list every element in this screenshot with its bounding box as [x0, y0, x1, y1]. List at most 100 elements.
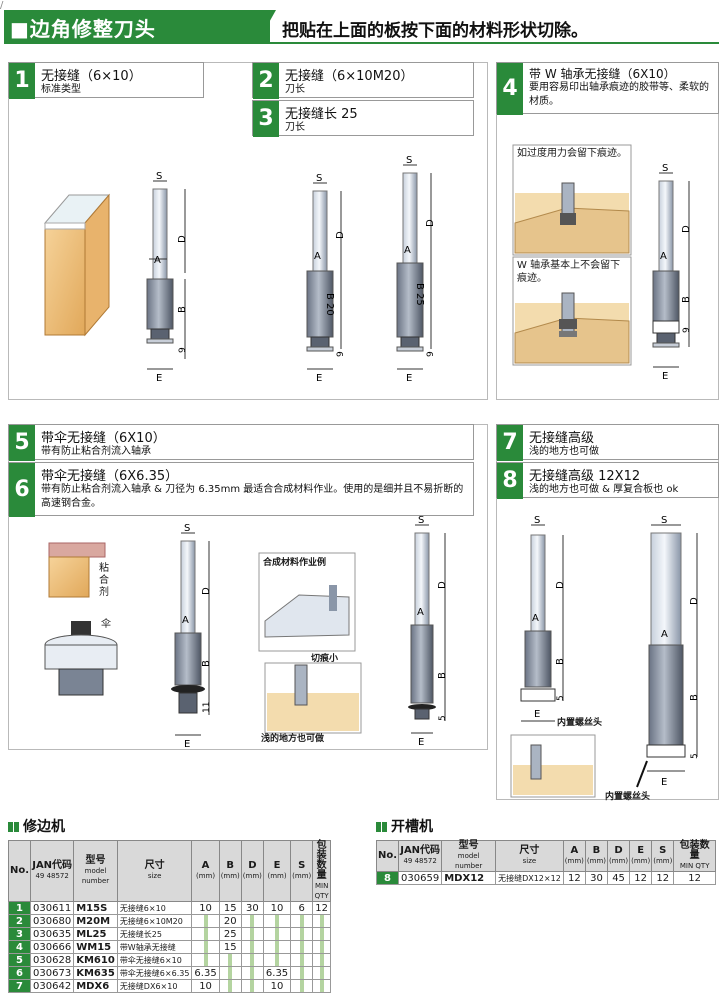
item-2-subtitle: 刀长	[285, 84, 305, 95]
table-cell	[312, 914, 332, 928]
dim-b25: B 25	[414, 283, 425, 306]
table-cell: 30	[240, 901, 264, 915]
top-rule	[4, 42, 719, 44]
table-cell	[240, 914, 264, 928]
table-cell: 6	[290, 901, 314, 915]
header-sub: size	[147, 872, 162, 880]
item-1-subtitle: 标准类型	[41, 84, 81, 95]
table-cell: 无接缝DX12×12	[495, 871, 564, 885]
table-cell: 1	[7, 901, 32, 915]
table-header-cell: A(mm)	[562, 840, 586, 872]
item-7-subtitle: 浅的地方也可做	[529, 446, 599, 457]
page-subtitle: 把贴在上面的板按下面的材料形状切除。	[282, 21, 588, 41]
dim-b-4: B	[681, 296, 692, 303]
item-number-8: 8	[497, 463, 523, 499]
dim-d-8: D	[689, 597, 700, 605]
slot-section-title: 开槽机	[376, 816, 433, 836]
same-value-bar	[203, 915, 208, 927]
table-cell: 4	[7, 940, 32, 954]
header-main: S	[659, 845, 667, 856]
header-main: E	[637, 845, 645, 856]
dim-s-8: S	[661, 515, 667, 526]
table-header-cell: A(mm)	[191, 840, 220, 902]
table-cell	[262, 953, 292, 967]
bit-2-drawing	[306, 182, 342, 370]
wood-block-illustration	[43, 193, 111, 337]
table-cell: 12	[673, 871, 716, 885]
item-3-title: 无接缝长 25	[285, 107, 358, 122]
header-sub: (mm)	[609, 857, 629, 865]
header-sub: (mm)	[586, 857, 606, 865]
table-cell: 带伞无接缝6×10	[116, 953, 193, 967]
header-main: B	[226, 860, 235, 871]
table-cell: 30	[584, 871, 609, 885]
bits-5-6-illustration: S D A B 11 E S D A B 5 E	[44, 515, 448, 750]
dim-b-1: B	[177, 306, 188, 313]
dim-5-7: 5	[556, 695, 566, 701]
header-main: S	[298, 860, 306, 871]
dim-b20: B 20	[324, 293, 335, 316]
header-sub: 49 48572	[35, 872, 69, 880]
header-sub: MIN QTY	[679, 862, 710, 870]
table-cell	[240, 940, 264, 954]
same-value-bar	[203, 928, 208, 940]
table-cell	[240, 953, 264, 967]
same-value-bar	[319, 928, 324, 940]
table-cell	[262, 927, 292, 941]
table-header-cell: E(mm)	[629, 840, 653, 872]
table-cell	[240, 927, 264, 941]
header-main: 包装数量	[316, 840, 327, 881]
label-item-4: 4 带 W 轴承无接缝（6X10） 要用容易印出轴承痕迹的胶带等、柔软的材质。	[496, 62, 719, 115]
table-cell: 45	[606, 871, 631, 885]
item-6-subtitle: 带有防止粘合剂流入轴承 & 刀径为 6.35mm 最适合合成材料作业。使用的是细…	[41, 484, 464, 509]
header-sub: size	[522, 857, 537, 865]
trim-section-label: 修边机	[23, 819, 65, 835]
dim-a-8: A	[661, 629, 668, 640]
table-cell: 无接缝DX6×10	[116, 979, 193, 993]
same-value-bar	[319, 915, 324, 927]
dim-a-1: A	[154, 255, 161, 266]
header-main: A	[201, 860, 210, 871]
table-cell: WM15	[73, 940, 118, 954]
same-value-bar	[250, 967, 255, 979]
header-main: D	[248, 860, 257, 871]
table-cell: 6.35	[191, 966, 220, 980]
item-6-title: 带伞无接缝（6X6.35）	[41, 469, 179, 484]
table-cell: KM635	[73, 966, 118, 980]
table-cell	[312, 966, 332, 980]
slot-section-label: 开槽机	[391, 819, 433, 835]
table-header-cell: S(mm)	[651, 840, 675, 872]
same-value-bar	[275, 954, 280, 966]
table-cell	[191, 953, 220, 967]
label-item-7: 7 无接缝高级 浅的地方也可做	[496, 424, 719, 461]
same-value-bar	[299, 928, 304, 940]
table-cell	[218, 979, 242, 993]
dim-a-7: A	[532, 613, 539, 624]
item-2-title: 无接缝（6×10M20）	[285, 69, 414, 84]
item-4-subtitle: 要用容易印出轴承痕迹的胶带等、柔软的材质。	[529, 82, 709, 107]
same-value-bar	[319, 941, 324, 953]
dim-9-1: 9	[178, 347, 188, 353]
label-item-5: 5 带伞无接缝（6X10） 带有防止粘合剂流入轴承	[8, 424, 474, 461]
header-sub: model number	[454, 852, 483, 870]
table-cell: 10	[191, 901, 220, 915]
table-cell: 无接缝6×10	[116, 901, 193, 915]
table-cell: 12	[312, 901, 332, 915]
label-item-2: 2 无接缝（6×10M20） 刀长	[252, 62, 474, 99]
note-p4-bottom: W 轴承基本上不会留下痕迹。	[517, 259, 627, 285]
table-cell: 2	[7, 914, 32, 928]
header-sub: (mm)	[196, 872, 216, 880]
table-cell	[262, 914, 292, 928]
table-cell: 带伞无接缝6×6.35	[116, 966, 193, 980]
item-8-subtitle: 浅的地方也可做 & 厚复合板也 ok	[529, 484, 679, 495]
table-cell: 030642	[30, 979, 75, 993]
table-cell: 5	[7, 953, 32, 967]
table-cell: 12	[629, 871, 653, 885]
section-marker-icon	[8, 821, 21, 833]
